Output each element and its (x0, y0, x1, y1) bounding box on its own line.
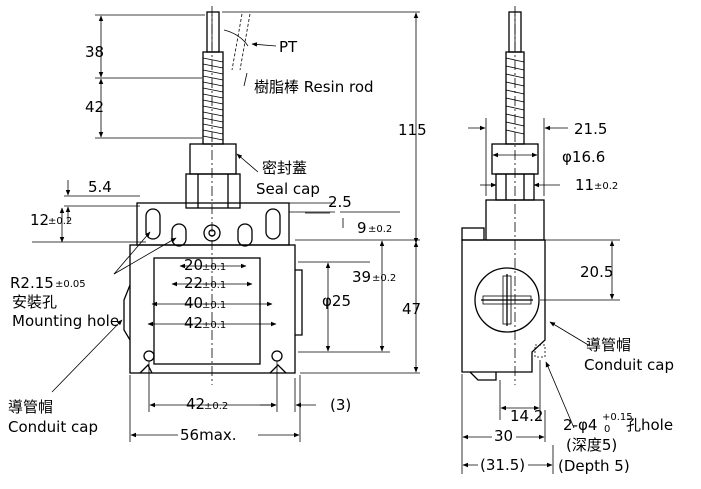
dim-20-5: 20.5 (580, 263, 613, 281)
dim-12: 12 (30, 211, 49, 229)
label-depth-cn: (深度5) (566, 436, 617, 454)
dim-115: 115 (398, 121, 427, 139)
label-hole-suffix: 孔hole (626, 416, 673, 434)
tol-22: ±0.1 (202, 280, 226, 291)
dim-5-4: 5.4 (88, 178, 112, 196)
label-seal-cap-cn: 密封蓋 (262, 159, 307, 177)
dim-2-5: 2.5 (328, 193, 352, 211)
dim-38: 38 (85, 43, 104, 61)
tol-11: ±0.2 (594, 181, 618, 192)
dim-56max: 56max. (180, 426, 237, 444)
label-hole-prefix: 2-φ4 (563, 416, 597, 434)
dim-42-inner: 42 (184, 314, 203, 332)
dim-3: (3) (330, 396, 351, 414)
dim-9: 9 (357, 219, 367, 237)
label-mounting-hole-cn: 安裝孔 (12, 293, 57, 311)
tol-40: ±0.1 (202, 300, 226, 311)
dim-22: 22 (184, 274, 203, 292)
dim-21-5: 21.5 (574, 120, 607, 138)
label-pt: PT (279, 38, 298, 56)
dim-31-5: (31.5) (480, 456, 525, 474)
dim-30: 30 (494, 427, 513, 445)
dim-39: 39 (352, 268, 371, 286)
tol-39: ±0.2 (372, 273, 396, 284)
side-view: 21.5 φ16.6 11 ±0.2 20.5 導管帽 Conduit cap … (461, 6, 674, 475)
dim-14-2: 14.2 (510, 407, 543, 425)
label-conduit-cap-cn: 導管帽 (8, 398, 53, 416)
front-view: 38 42 PT 樹脂棒 Resin rod 115 密封蓋 Seal cap … (8, 6, 427, 444)
tol-9: ±0.2 (368, 224, 392, 235)
dim-40: 40 (184, 294, 203, 312)
label-side-conduit-cap-cn: 導管帽 (586, 336, 631, 354)
label-mounting-hole-en: Mounting hole (12, 312, 119, 330)
dim-phi25: φ25 (322, 292, 351, 310)
dim-20: 20 (184, 256, 203, 274)
dim-42-mount: 42 (186, 395, 205, 413)
label-depth-en: (Depth 5) (558, 457, 630, 475)
label-seal-cap-en: Seal cap (256, 180, 320, 198)
dim-11: 11 (575, 176, 594, 194)
dim-47: 47 (402, 300, 421, 318)
dim-phi16-6: φ16.6 (562, 148, 605, 166)
label-side-conduit-cap-en: Conduit cap (584, 356, 674, 374)
dim-42-rod: 42 (85, 98, 104, 116)
tol-42-inner: ±0.1 (202, 320, 226, 331)
tol-12: ±0.2 (48, 216, 72, 227)
tol-20: ±0.1 (202, 262, 226, 273)
label-conduit-cap-en: Conduit cap (8, 418, 98, 436)
label-hole-tol-dn: 0 (604, 424, 610, 435)
label-resin-rod: 樹脂棒 Resin rod (254, 78, 374, 96)
tol-r215: ±0.05 (55, 279, 86, 290)
label-r215: R2.15 (10, 274, 54, 292)
label-hole-tol-up: +0.15 (602, 412, 633, 423)
tol-42-mount: ±0.2 (204, 401, 228, 412)
